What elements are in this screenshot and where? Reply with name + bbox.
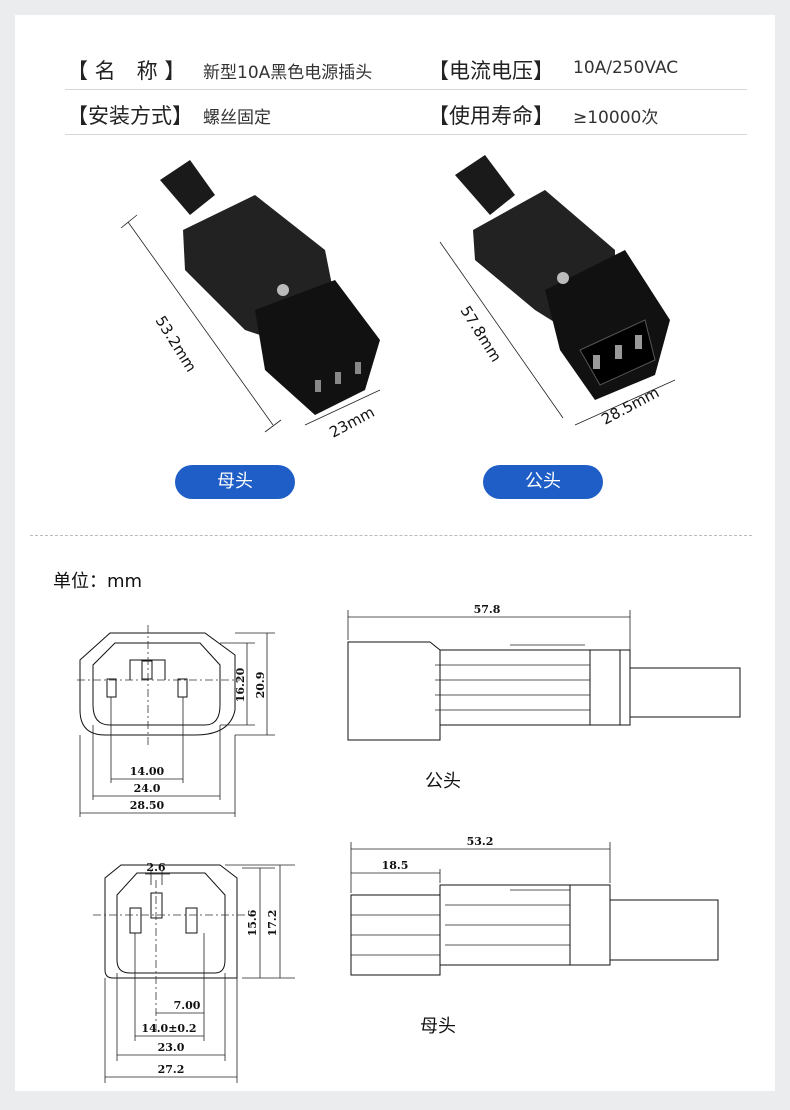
- spec-value-name: 新型10A黑色电源插头: [203, 63, 373, 83]
- spec-row-2: 【安装方式】 螺丝固定 【使用寿命】 ≥10000次: [65, 90, 747, 135]
- dim-female-outer-width: 27.2: [158, 1063, 185, 1076]
- spec-label-voltage: 【电流电压】: [428, 59, 554, 83]
- dim-male-outer-width: 28.50: [130, 799, 165, 812]
- female-caption: 母头: [420, 1016, 456, 1037]
- male-front-view: 14.00 24.0 28.50 16.20 20.9: [77, 625, 275, 817]
- spec-label-name: 【 名 称 】: [67, 59, 186, 83]
- spec-value-install: 螺丝固定: [203, 108, 271, 128]
- dim-female-front-length: 18.5: [382, 859, 409, 872]
- dim-male-inner-width: 24.0: [134, 782, 161, 795]
- dim-female-length: 53.2: [467, 835, 494, 848]
- dim-male-inner-height: 16.20: [234, 667, 247, 702]
- dim-female-inner-width: 23.0: [158, 1041, 185, 1054]
- dim-female-outer-height: 17.2: [266, 910, 279, 937]
- female-side-view: 53.2 18.5 母头: [350, 835, 719, 1037]
- female-plug-button[interactable]: 母头: [175, 465, 295, 499]
- section-divider: [30, 535, 752, 536]
- dim-female-pin-width: 2.6: [146, 861, 165, 874]
- dim-female-half-spacing: 7.00: [174, 999, 201, 1012]
- female-length-label: 53.2mm: [152, 313, 200, 376]
- spec-row-1: 【 名 称 】 新型10A黑色电源插头 【电流电压】 10A/250VAC: [65, 45, 747, 90]
- spec-value-voltage: 10A/250VAC: [573, 58, 679, 78]
- spec-label-install: 【安装方式】: [67, 104, 193, 128]
- male-caption: 公头: [425, 771, 461, 792]
- dim-male-pin-spacing: 14.00: [130, 765, 165, 778]
- male-plug-button[interactable]: 公头: [483, 465, 603, 499]
- female-front-view: 2.6 7.00 14.0±0.2 23.0 27.2 15.6 17.2: [93, 861, 295, 1083]
- male-length-label: 57.8mm: [457, 303, 505, 366]
- female-plug-photo: [120, 160, 381, 433]
- spec-label-life: 【使用寿命】: [428, 104, 554, 128]
- female-width-label: 23mm: [326, 403, 377, 442]
- male-side-view: 57.8 公头: [347, 603, 741, 792]
- spec-value-life: ≥10000次: [573, 108, 659, 128]
- unit-label: 单位：mm: [53, 571, 142, 592]
- spec-card: 【 名 称 】 新型10A黑色电源插头 【电流电压】 10A/250VAC 【安…: [15, 15, 775, 1091]
- product-photos: 53.2mm 23mm 57.8mm 28.5mm: [120, 155, 676, 442]
- male-plug-photo: [439, 155, 676, 426]
- dim-female-inner-height: 15.6: [246, 909, 259, 936]
- dim-female-pin-spacing: 14.0±0.2: [141, 1022, 196, 1035]
- technical-drawings: 单位：mm 14.00 24.0 28.50 16.20 20.9: [53, 571, 741, 1083]
- dim-male-outer-height: 20.9: [254, 672, 267, 699]
- dim-male-length: 57.8: [474, 603, 501, 616]
